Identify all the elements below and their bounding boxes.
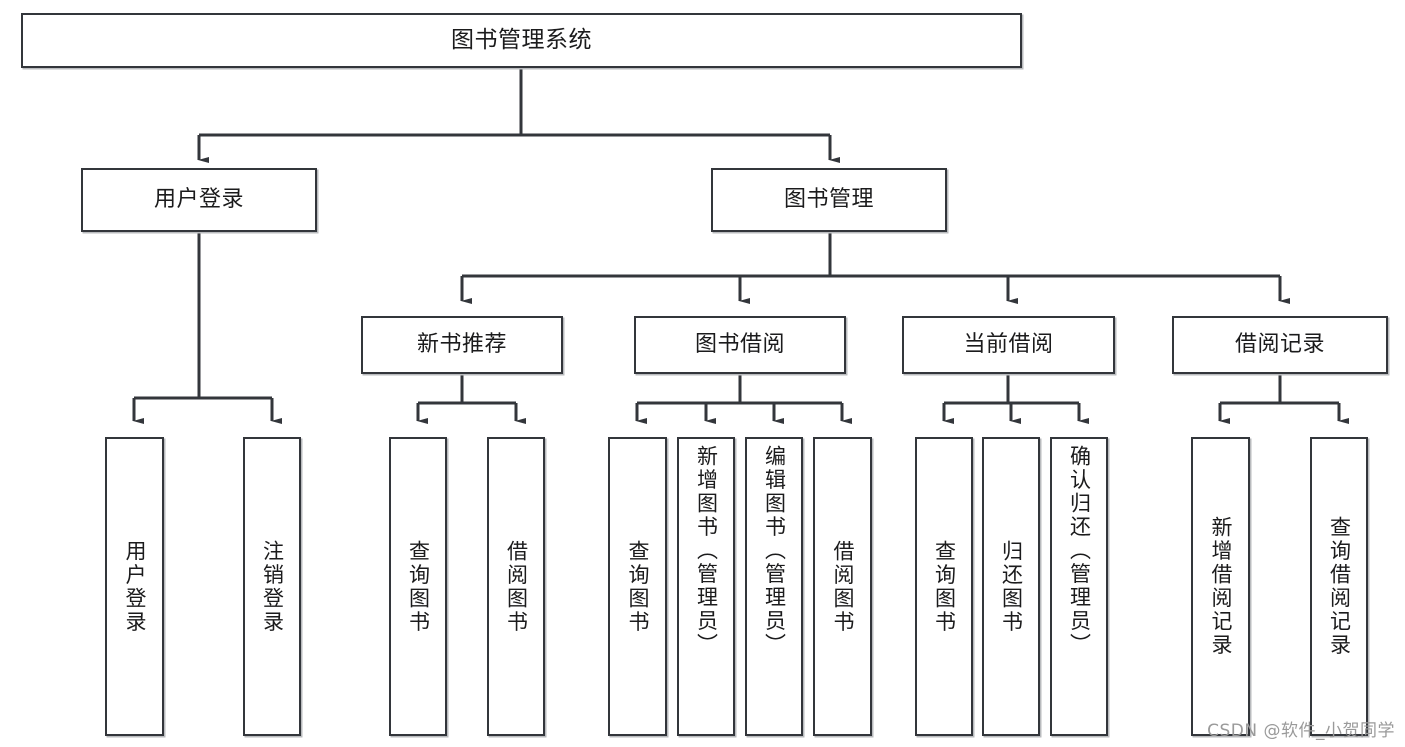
node-level3-1-label: 图书借阅	[694, 332, 785, 358]
node-leaf-7[interactable]: 借阅图书	[813, 437, 872, 736]
node-leaf-1[interactable]: 注销登录	[243, 437, 301, 736]
node-leaf-11-label: 新增借阅记录	[1209, 516, 1233, 657]
node-level2-1[interactable]: 图书管理	[711, 168, 947, 232]
node-leaf-8[interactable]: 查询图书	[915, 437, 973, 736]
node-level3-2-label: 当前借阅	[963, 332, 1054, 358]
node-level3-3-label: 借阅记录	[1234, 332, 1325, 358]
node-level3-3[interactable]: 借阅记录	[1172, 316, 1388, 374]
node-root-label: 图书管理系统	[451, 27, 592, 54]
node-leaf-11[interactable]: 新增借阅记录	[1191, 437, 1250, 736]
node-level3-2[interactable]: 当前借阅	[902, 316, 1115, 374]
node-leaf-7-label: 借阅图书	[831, 539, 855, 634]
node-leaf-3-label: 借阅图书	[504, 539, 529, 634]
node-leaf-12[interactable]: 查询借阅记录	[1310, 437, 1368, 736]
node-level2-0[interactable]: 用户登录	[81, 168, 317, 232]
node-level3-0-label: 新书推荐	[416, 332, 507, 358]
node-level3-1[interactable]: 图书借阅	[634, 316, 846, 374]
node-root[interactable]: 图书管理系统	[21, 13, 1022, 68]
node-level2-1-label: 图书管理	[783, 187, 874, 213]
node-leaf-9[interactable]: 归还图书	[982, 437, 1040, 736]
node-leaf-4-label: 查询图书	[626, 539, 650, 634]
node-leaf-12-label: 查询借阅记录	[1327, 516, 1352, 657]
node-leaf-0-label: 用户登录	[123, 539, 147, 634]
node-level3-0[interactable]: 新书推荐	[361, 316, 563, 374]
watermark-text: CSDN @软件_小贺同学	[1207, 721, 1395, 741]
node-leaf-5-label: 新增图书（管理员）	[694, 445, 719, 657]
node-leaf-10-label: 确认归还（管理员）	[1067, 445, 1092, 657]
node-leaf-1-label: 注销登录	[260, 539, 285, 634]
node-leaf-3[interactable]: 借阅图书	[487, 437, 545, 736]
node-leaf-9-label: 归还图书	[999, 539, 1024, 634]
node-leaf-6-label: 编辑图书（管理员）	[762, 445, 787, 657]
node-leaf-2[interactable]: 查询图书	[389, 437, 447, 736]
node-leaf-8-label: 查询图书	[932, 539, 957, 634]
node-level2-0-label: 用户登录	[153, 187, 244, 213]
node-leaf-5[interactable]: 新增图书（管理员）	[677, 437, 735, 736]
node-leaf-10[interactable]: 确认归还（管理员）	[1050, 437, 1108, 736]
node-leaf-2-label: 查询图书	[406, 539, 431, 634]
node-leaf-6[interactable]: 编辑图书（管理员）	[745, 437, 803, 736]
node-leaf-4[interactable]: 查询图书	[608, 437, 667, 736]
node-leaf-0[interactable]: 用户登录	[105, 437, 164, 736]
